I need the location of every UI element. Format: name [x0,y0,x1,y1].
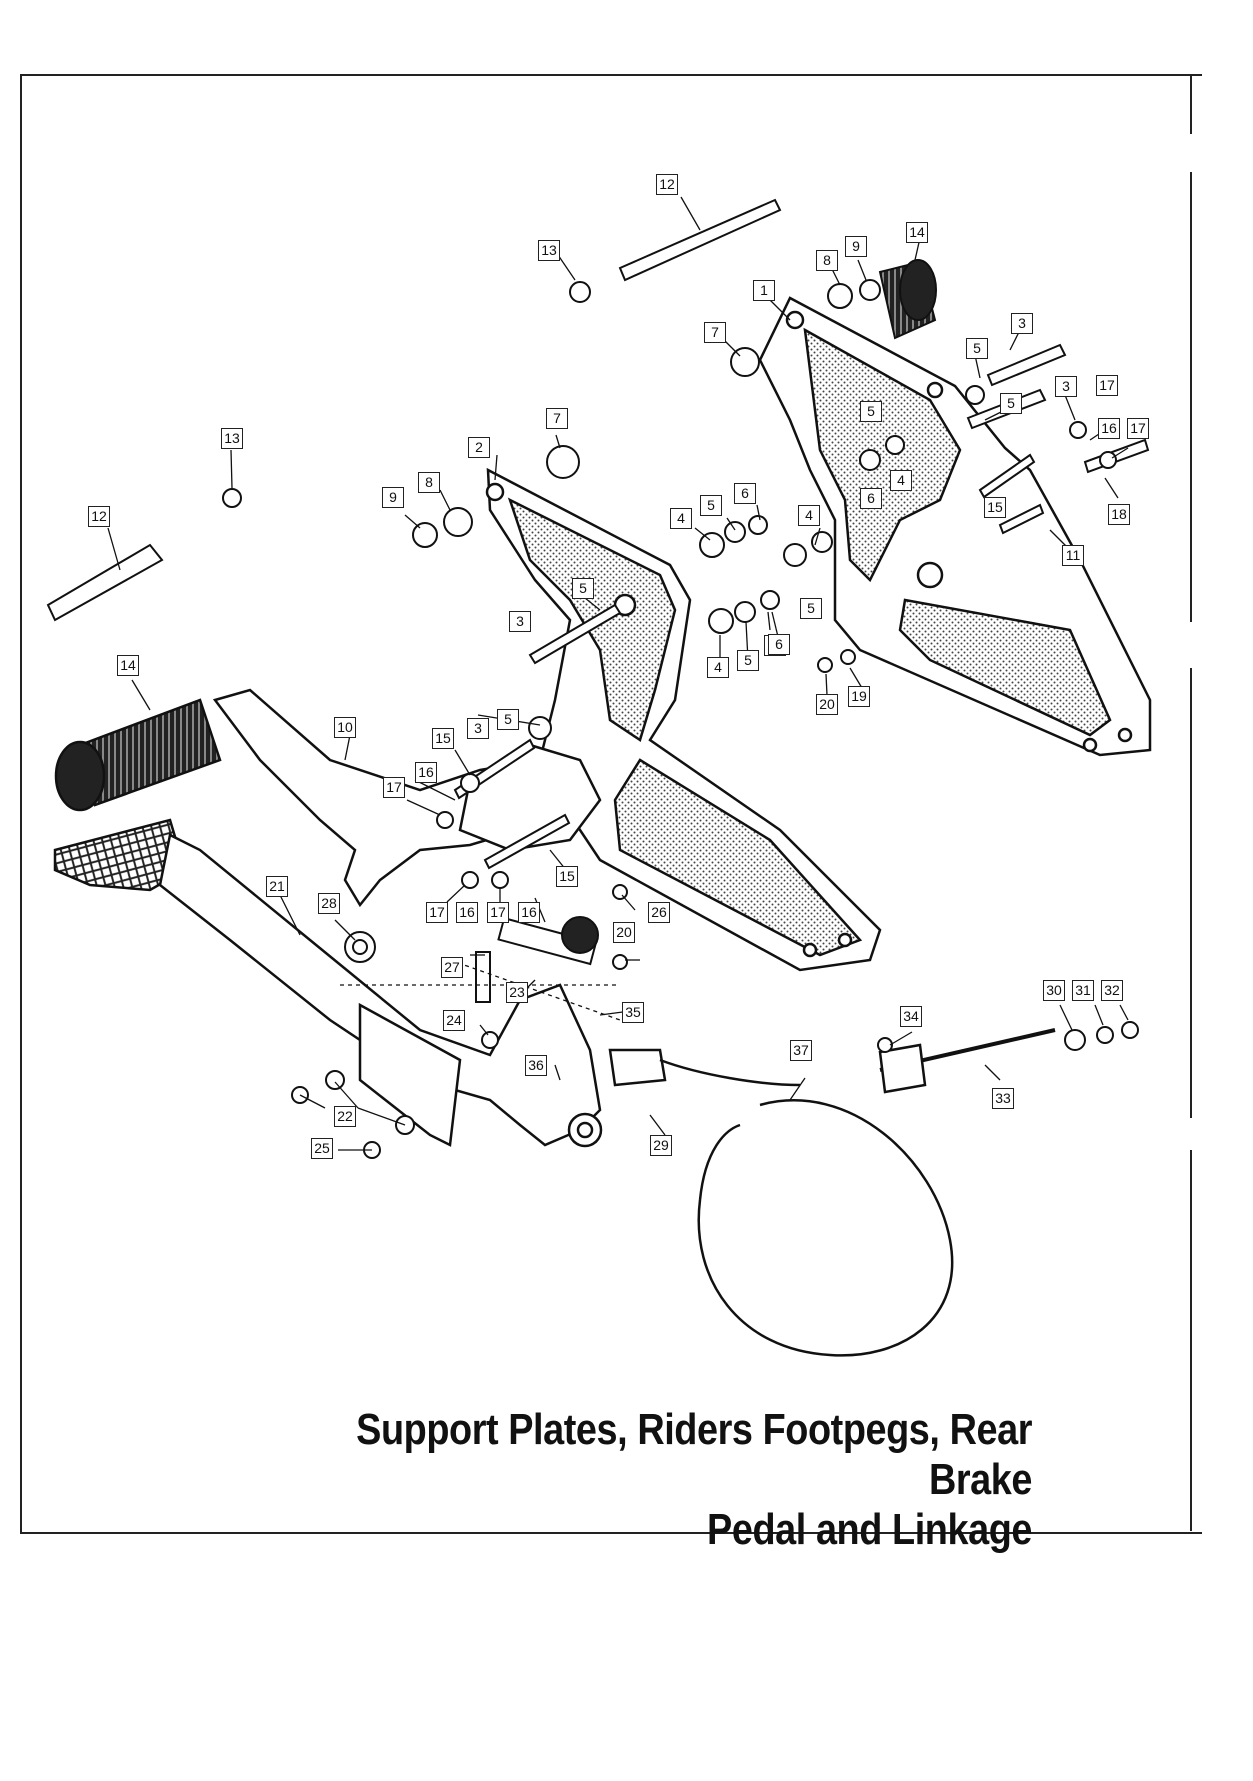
part-label-14: 14 [906,222,928,243]
frame-edge-right-2 [1190,172,1192,622]
part-label-12: 12 [88,506,110,527]
part-label-2: 2 [468,437,490,458]
part-label-7: 7 [546,408,568,429]
part-label-6: 6 [860,488,882,509]
part-label-34: 34 [900,1006,922,1027]
part-label-14: 14 [117,655,139,676]
caption-line-1: Support Plates, Riders Footpegs, Rear Br… [356,1405,1032,1504]
diagram-frame [20,74,1202,1534]
part-label-5: 5 [700,495,722,516]
diagram-caption: Support Plates, Riders Footpegs, Rear Br… [180,1405,1032,1555]
nuts-and-washers [222,279,1139,1159]
part-label-22: 22 [334,1106,356,1127]
part-label-27: 27 [441,957,463,978]
part-label-15: 15 [984,497,1006,518]
part-label-19: 19 [848,686,870,707]
part-label-5: 5 [800,598,822,619]
part-label-17: 17 [1127,418,1149,439]
part-label-11: 11 [1062,545,1084,566]
frame-edge-right-1 [1190,74,1192,134]
part-label-15: 15 [556,866,578,887]
part-label-16: 16 [1098,418,1120,439]
part-label-17: 17 [383,777,405,798]
part-label-15: 15 [432,728,454,749]
part-label-25: 25 [311,1138,333,1159]
right-support-plate [758,296,1152,757]
part-label-21: 21 [266,876,288,897]
part-label-6: 6 [734,483,756,504]
caption-line-2: Pedal and Linkage [707,1505,1032,1554]
part-label-8: 8 [418,472,440,493]
part-label-17: 17 [426,902,448,923]
part-label-29: 29 [650,1135,672,1156]
part-label-5: 5 [1000,393,1022,414]
part-label-5: 5 [860,401,882,422]
part-label-35: 35 [622,1002,644,1023]
part-label-24: 24 [443,1010,465,1031]
part-label-32: 32 [1101,980,1123,1001]
part-label-23: 23 [506,982,528,1003]
part-label-17: 17 [487,902,509,923]
part-label-31: 31 [1072,980,1094,1001]
part-label-12: 12 [656,174,678,195]
part-label-9: 9 [382,487,404,508]
part-label-18: 18 [1108,504,1130,525]
part-label-4: 4 [707,657,729,678]
part-label-4: 4 [670,508,692,529]
part-label-16: 16 [518,902,540,923]
part-label-5: 5 [737,650,759,671]
part-label-28: 28 [318,893,340,914]
part-label-8: 8 [816,250,838,271]
brake-cable-and-rod [659,1028,1056,1357]
part-label-3: 3 [509,611,531,632]
part-label-4: 4 [798,505,820,526]
part-label-5: 5 [966,338,988,359]
part-label-9: 9 [845,236,867,257]
part-label-1: 1 [753,280,775,301]
frame-edge-right-3 [1190,668,1192,1118]
part-label-36: 36 [525,1055,547,1076]
leader-lines [107,196,1129,1151]
part-label-33: 33 [992,1088,1014,1109]
brake-pedal [53,818,667,1148]
frame-edge-right-4 [1190,1150,1192,1531]
part-label-13: 13 [538,240,560,261]
part-label-16: 16 [415,762,437,783]
part-label-13: 13 [221,428,243,449]
part-label-5: 5 [497,709,519,730]
part-label-4: 4 [890,470,912,491]
part-label-3: 3 [1011,313,1033,334]
part-label-7: 7 [704,322,726,343]
part-label-20: 20 [613,922,635,943]
part-label-10: 10 [334,717,356,738]
part-label-3: 3 [1055,376,1077,397]
part-label-17: 17 [1096,375,1118,396]
right-footpeg [878,259,937,340]
part-label-6: 6 [768,634,790,655]
part-label-16: 16 [456,902,478,923]
part-label-20: 20 [816,694,838,715]
part-label-37: 37 [790,1040,812,1061]
part-label-5: 5 [572,578,594,599]
part-label-26: 26 [648,902,670,923]
part-label-3: 3 [467,718,489,739]
part-label-30: 30 [1043,980,1065,1001]
